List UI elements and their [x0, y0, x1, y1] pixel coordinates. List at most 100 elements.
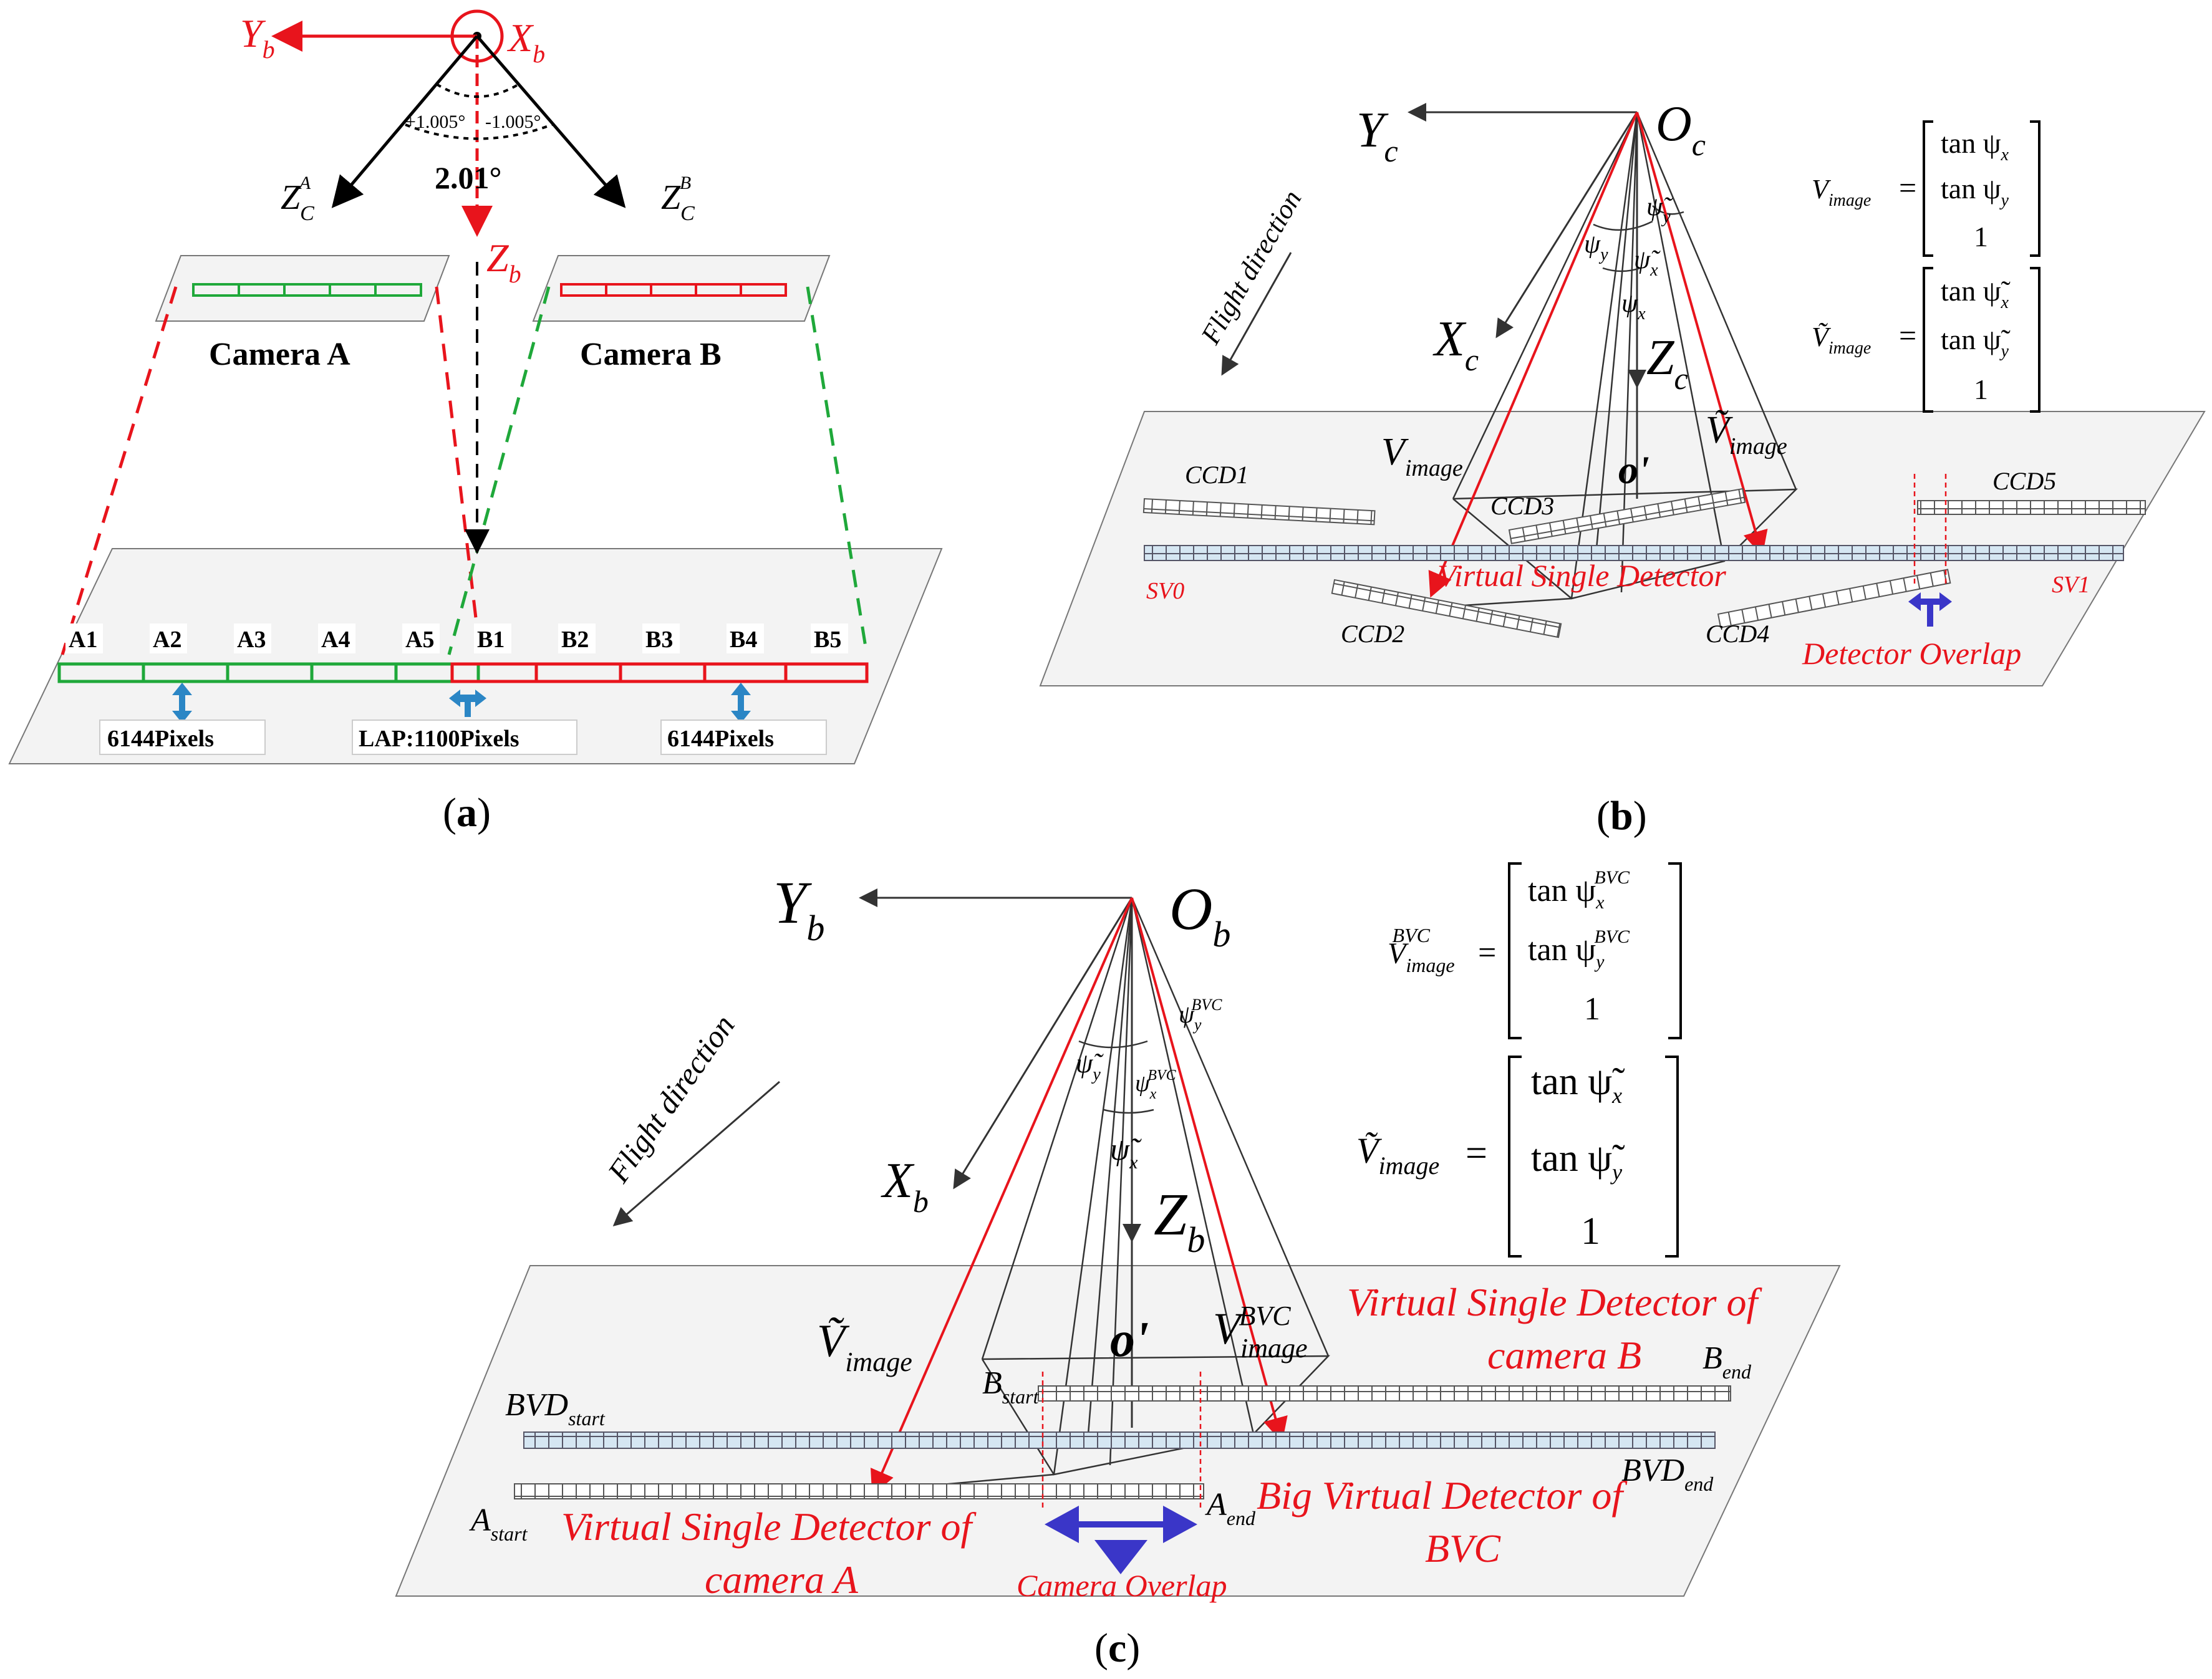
angle-total: 2.01° [435, 160, 502, 195]
svg-text:1: 1 [1584, 991, 1600, 1027]
zc-label: Zc [1646, 330, 1688, 396]
camera-a-label: Camera A [209, 337, 350, 372]
b-end-label: Bend [1702, 1340, 1752, 1383]
xb-axis-c [953, 897, 1133, 1190]
sv0-label: SV0 [1146, 578, 1184, 604]
equation-v-bvc-matrix: = tan ψxBVC tan ψyBVC 1 [1478, 862, 1682, 1039]
bvd-start-label: BVDstart [505, 1387, 606, 1430]
double-arrow-right [731, 683, 751, 723]
ground-strip-green [57, 662, 480, 683]
svg-text:tan ψxBVC: tan ψxBVC [1528, 867, 1630, 913]
psi-bvc-x: ψxBVC [1135, 1067, 1177, 1102]
svg-text:=: = [1478, 935, 1496, 971]
camera-overlap-label: Camera Overlap [1017, 1568, 1227, 1603]
ccd2-strip [1331, 579, 1562, 638]
camera-a-detector [192, 283, 422, 297]
svg-text:VimageBVC: VimageBVC [1388, 924, 1455, 976]
yb-label: Yb [240, 11, 275, 64]
ccd2-label: CCD2 [1341, 620, 1404, 648]
vsd-b-line2: camera B [1487, 1333, 1641, 1377]
a-end-label: Aend [1205, 1487, 1256, 1529]
overlap-arrow-b [1908, 592, 1952, 627]
angle-minus: -1.005° [485, 112, 541, 132]
sv1-label: SV1 [2052, 572, 2090, 598]
svg-text:Ṽimage: Ṽimage [1356, 1130, 1439, 1180]
ccd-label: A1 [69, 627, 97, 653]
equation-v-image-b: Vimage = tan ψx tan ψy 1 [1812, 120, 2041, 257]
yc-label: Yc [1356, 103, 1398, 168]
svg-text:=: = [1899, 170, 1916, 205]
equation-v-tilde-c: Ṽimage = tan ψ̃x tan ψ̃y 1 [1356, 1056, 1679, 1258]
zcb-axis [476, 35, 626, 208]
caption-c: (c) [1094, 1625, 1140, 1671]
caption-b: (b) [1596, 793, 1647, 839]
ccd1-strip [1142, 498, 1376, 526]
ccd3-strip [1508, 488, 1746, 544]
ray-v-tilde [1636, 112, 1768, 556]
svg-text:tan ψy: tan ψy [1941, 173, 2009, 210]
v-tilde-label: Ṽimage [1706, 409, 1787, 459]
ccd-labels-a: A1 A2 A3 A4 A5 B1 B2 B3 B4 B5 [65, 623, 848, 653]
ray-v-image [1428, 112, 1638, 598]
proj-b-left [447, 286, 551, 655]
double-arrow-left [172, 683, 192, 723]
panel-c: Yb Ob Xb Zb Flight direction ψyBVC ψ̃y ψ… [395, 862, 1841, 1671]
ccd-label: A2 [153, 627, 181, 653]
zca-axis [331, 35, 478, 208]
psi-tilde-y-c: ψ̃y [1076, 1048, 1104, 1084]
ccd1-label: CCD1 [1185, 461, 1248, 489]
flight-arrow-b [1221, 252, 1292, 376]
psi-x-label: ψx [1621, 289, 1646, 324]
svg-text:Vimage: Vimage [1812, 174, 1871, 210]
svg-text:tan ψ̃x: tan ψ̃x [1531, 1061, 1625, 1108]
proj-a-left [60, 286, 178, 655]
psi-tilde-x-c: ψ̃x [1110, 1132, 1142, 1173]
v-bvc-label: VimageBVC [1213, 1301, 1308, 1364]
svg-text:tan ψx: tan ψx [1941, 127, 2009, 165]
v-tilde-label-c: Ṽimage [817, 1316, 912, 1377]
svg-text:1: 1 [1581, 1210, 1600, 1253]
b-detector-strip [1038, 1385, 1731, 1402]
zca-label: ZCA [281, 173, 314, 225]
angle-arc-inner [435, 83, 520, 98]
xb-label-c: Xb [881, 1153, 929, 1219]
svg-text:1: 1 [1974, 221, 1988, 253]
ccd4-label: CCD4 [1706, 620, 1769, 648]
v-image-label: Vimage [1381, 431, 1463, 481]
virtual-detector-label: Virtual Single Detector [1437, 558, 1726, 593]
svg-text:tan ψ̃x: tan ψ̃x [1941, 275, 2010, 312]
ground-strip-red [450, 662, 869, 683]
svg-text:tan ψyBVC: tan ψyBVC [1528, 926, 1630, 972]
flight-arrow-c [612, 1080, 780, 1226]
origin-label-c: o' [1110, 1312, 1149, 1367]
ccd5-label: CCD5 [1992, 467, 2056, 495]
big-vd-line2: BVC [1425, 1526, 1501, 1571]
ground-plane-a [8, 548, 943, 764]
ray-v-tilde-c [871, 897, 1133, 1496]
a-detector-strip [514, 1483, 1204, 1499]
camera-b-label: Camera B [580, 337, 722, 372]
bvd-strip [523, 1431, 1716, 1449]
origin-label-b: o' [1618, 448, 1649, 492]
svg-text:=: = [1466, 1132, 1487, 1175]
ccd-label: A5 [405, 627, 434, 653]
zb-label: Zb [486, 236, 521, 288]
big-vd-line1: Big Virtual Detector of [1257, 1473, 1628, 1518]
ccd-label: B5 [814, 627, 841, 653]
oc-label: Oc [1656, 97, 1706, 162]
caption-a: (a) [443, 790, 491, 835]
camera-b-plate [532, 255, 831, 322]
pixels-left: 6144Pixels [107, 726, 214, 752]
proj-a-right [435, 286, 482, 655]
b-start-label: Bstart [982, 1365, 1040, 1408]
angle-arc-outer [405, 123, 553, 140]
svg-text:tan ψ̃y: tan ψ̃y [1531, 1137, 1625, 1185]
svg-text:=: = [1899, 318, 1916, 353]
camera-b-detector [560, 283, 787, 297]
ccd-label: B1 [477, 627, 505, 653]
flight-label-c: Flight direction [601, 1008, 741, 1189]
lap-label: LAP:1100Pixels [359, 726, 519, 752]
ccd-label: A4 [321, 627, 350, 653]
detector-overlap-label: Detector Overlap [1802, 636, 2021, 671]
